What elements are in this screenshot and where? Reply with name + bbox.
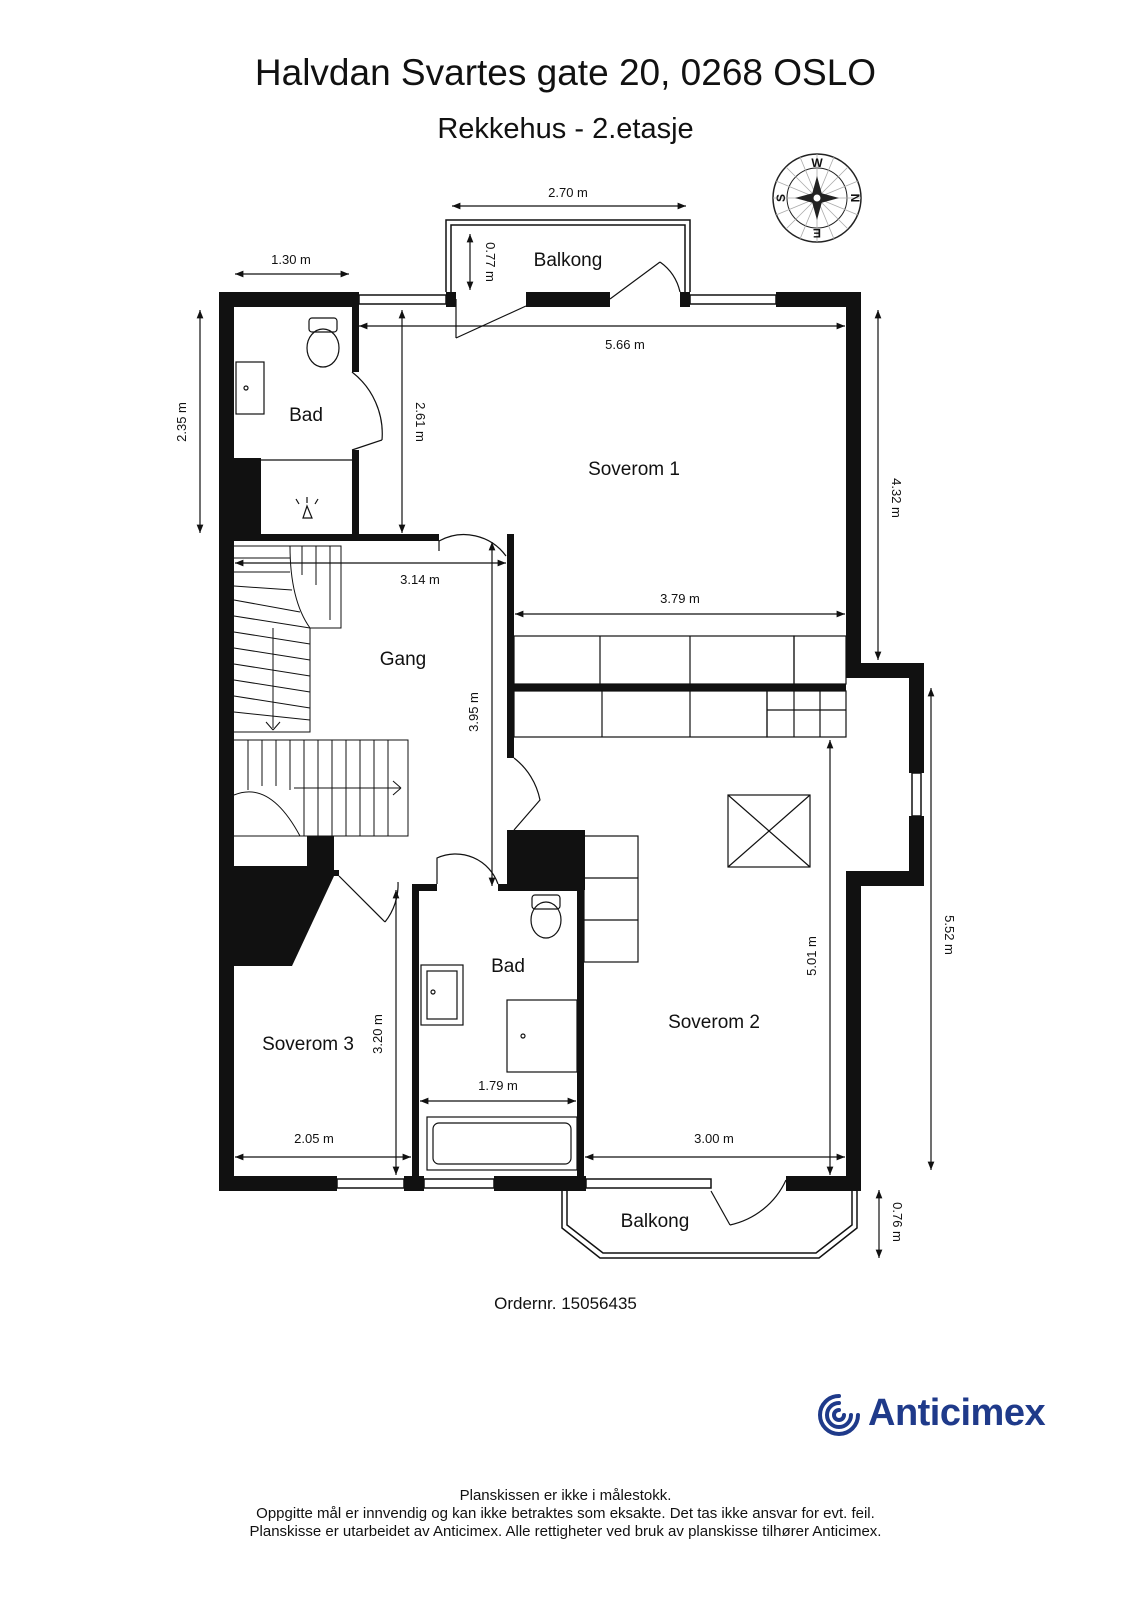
order-number: Ordernr. 15056435 [494,1294,637,1313]
room-label-bad-top: Bad [289,405,323,426]
doors [338,261,787,1226]
dim-1-79: 1.79 m [478,1078,518,1093]
room-label-soverom-2: Soverom 2 [668,1012,760,1033]
disclaimer-line: Planskisse er utarbeidet av Anticimex. A… [249,1523,882,1540]
staircase [233,545,409,837]
sink-icon [235,361,265,415]
walls [219,292,924,1191]
toilet-icon [306,317,340,368]
dim-2-70: 2.70 m [548,185,588,200]
dim-2-61: 2.61 m [413,402,428,442]
room-label-bad-lower: Bad [491,956,525,977]
dim-5-01: 5.01 m [804,936,819,976]
dim-3-95: 3.95 m [466,692,481,732]
room-label-soverom-1: Soverom 1 [588,459,680,480]
compass-letter-s: S [774,194,788,202]
sink-icon [420,964,464,1026]
dim-2-35: 2.35 m [174,402,189,442]
dim-0-77: 0.77 m [483,242,498,282]
dimension-lines [196,202,935,1258]
room-label-balkong-top: Balkong [534,250,603,271]
anticimex-logo-text: Anticimex [868,1392,1046,1434]
dim-0-76: 0.76 m [890,1202,905,1242]
dim-3-79: 3.79 m [660,591,700,606]
page-subtitle: Rekkehus - 2.etasje [437,113,694,145]
dim-3-20: 3.20 m [370,1014,385,1054]
room-label-gang: Gang [380,649,426,670]
dim-3-00: 3.00 m [694,1131,734,1146]
balconies [445,219,858,1259]
dim-5-66: 5.66 m [605,337,645,352]
disclaimer-line: Oppgitte mål er innvendig og kan ikke be… [256,1505,875,1522]
anticimex-spiral-logo-icon [818,1394,860,1436]
dim-1-30: 1.30 m [271,252,311,267]
windows [336,294,922,1189]
room-label-soverom-3: Soverom 3 [262,1034,354,1055]
compass-letter-n: N [848,194,862,203]
dim-3-14: 3.14 m [400,572,440,587]
dim-2-05: 2.05 m [294,1131,334,1146]
compass-letter-w: W [811,156,823,170]
skylight-icon [727,794,811,868]
disclaimer: Planskissen er ikke i målestokk. Oppgitt… [0,1487,1131,1541]
dim-5-52: 5.52 m [942,915,957,955]
page-title: Halvdan Svartes gate 20, 0268 OSLO [254,52,877,93]
compass-letter-e: E [813,226,821,240]
dim-4-32: 4.32 m [889,478,904,518]
room-label-balkong-bottom: Balkong [621,1211,690,1232]
fixtures [233,317,847,1171]
disclaimer-line: Planskissen er ikke i målestokk. [459,1487,672,1504]
compass-rose-icon: W N E S [772,153,862,243]
shower-icon [506,999,578,1073]
bathtub-icon [426,1116,578,1171]
toilet-icon [530,894,562,939]
light-icon [302,504,313,519]
anticimex-logo: Anticimex [816,1392,1076,1440]
